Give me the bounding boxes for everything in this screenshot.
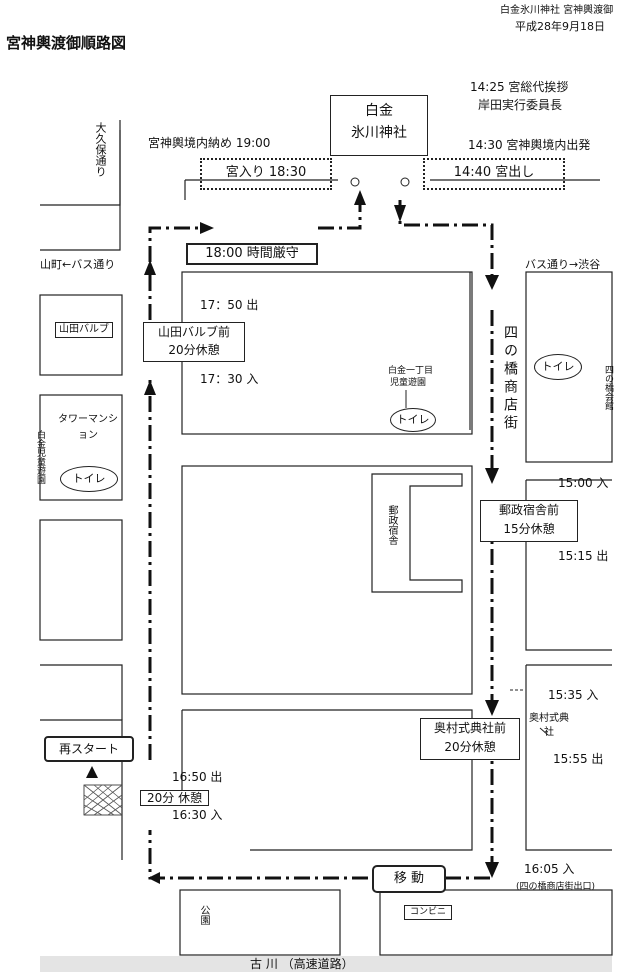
time-1500: 15:00 入: [558, 476, 609, 490]
block-left-1: [39, 294, 123, 376]
shirokane-jido-yuen-label: 白金児童遊園: [35, 430, 45, 484]
stop-yamada-line1: 山田バルブ前: [157, 325, 230, 339]
block-center-2: [181, 465, 473, 695]
arrow-up-2: [144, 260, 156, 275]
park-hatch: [83, 784, 123, 816]
block-bottom-left: [179, 889, 341, 956]
toilet-right: トイレ: [534, 354, 582, 380]
move-box: 移 動: [372, 865, 446, 893]
time-1730: 17：30 入: [200, 372, 259, 386]
sub-park-line2: 児童遊園: [390, 378, 427, 388]
road-furukawa: 古 川 （高速道路）: [250, 957, 354, 971]
arrow-down-shrine: [394, 205, 406, 222]
arrow-left-bottom: [148, 872, 160, 884]
time-1555: 15:55 出: [553, 752, 604, 766]
restart-box: 再スタート: [44, 736, 134, 762]
sub-park-line1: 白金一丁目: [388, 366, 434, 376]
header-date: 平成28年9月18日: [515, 20, 605, 33]
road-daikubo: 大久保通り: [94, 122, 107, 177]
event-1430: 14:30 宮神輿境内出発: [468, 138, 591, 152]
stop-yamada-valve: 山田バルブ前 20分休憩: [143, 322, 245, 362]
time-1535: 15:35 入: [548, 688, 599, 702]
okumura-sign: 奥村式典社: [527, 712, 571, 742]
block-center-3: [182, 709, 473, 851]
arrow-right-top: [200, 222, 214, 234]
stop-okumura: 奥村式典社前 20分休憩: [420, 718, 520, 760]
header-org: 白金氷川神社 宮神輿渡御: [500, 5, 614, 16]
stop-yusei: 郵政宿舎前 15分休憩: [480, 500, 578, 542]
yusei-shukusha-label: 郵政宿舎: [386, 505, 397, 545]
arrow-restart: [86, 766, 98, 778]
rest-20min: 20分 休憩: [140, 790, 210, 806]
konbini-sign: コンビニ: [404, 905, 452, 920]
arrow-down-3: [485, 700, 499, 716]
street-top: [184, 179, 600, 200]
road-upper-left: 山町←バス通り: [40, 258, 116, 271]
yamada-valve-sign: 山田バルブ: [55, 322, 113, 338]
jikan-genshu-box: 18:00 時間厳守: [186, 243, 318, 265]
torii-left-icon: [350, 177, 360, 187]
hashi-kaikan-label: 四の橋会館: [603, 365, 613, 410]
route-arrows: [86, 190, 499, 884]
park-label: 公園: [198, 905, 209, 925]
event-1425-line1: 14:25 宮総代挨拶: [470, 80, 569, 94]
tower-mansion: タワーマンション: [55, 412, 121, 448]
river-band: [40, 956, 612, 972]
page-title: 宮神輿渡御順路図: [6, 34, 127, 52]
block-left-4: [40, 664, 123, 720]
event-1425-line2: 岸田実行委員長: [478, 98, 563, 112]
time-1630: 16:30 入: [172, 808, 223, 822]
block-left-3: [39, 519, 123, 641]
block-right-3: [525, 664, 612, 851]
time-1605: 16:05 入: [524, 862, 575, 876]
stop-yamada-line2: 20分休憩: [168, 343, 220, 357]
arrow-down-2: [485, 468, 499, 484]
time-1515: 15:15 出: [558, 549, 609, 563]
shrine-name-2: 氷川神社: [351, 125, 407, 141]
block-left-2: [39, 394, 123, 501]
arrow-down-1: [485, 275, 499, 290]
stop-yusei-line2: 15分休憩: [503, 522, 555, 536]
road-shikoku-shotengai: 四の橋商店街: [502, 325, 518, 433]
yusei-building: [371, 473, 463, 593]
miyairi-box: 宮入り 18:30: [200, 158, 332, 190]
okumura-sign-label: 奥村式典社: [529, 713, 569, 738]
street-upper-left: [40, 120, 121, 206]
time-1605-note: (四の橋商店街出口): [516, 882, 596, 892]
tower-mansion-label: タワーマンション: [58, 414, 118, 441]
torii-right-icon: [400, 177, 410, 187]
block-right-1: [525, 271, 613, 463]
toilet-left: トイレ: [60, 466, 118, 492]
road-upper-right: バス通り→渋谷: [525, 258, 601, 271]
shrine-name-1: 白金: [365, 103, 393, 119]
arrow-up-shrine: [354, 190, 366, 205]
arrow-down-4: [485, 862, 499, 878]
stop-okumura-line2: 20分休憩: [444, 740, 496, 754]
block-bottom-right: [379, 889, 613, 956]
stop-yusei-line1: 郵政宿舎前: [498, 503, 559, 517]
miyadashi-box: 14:40 宮出し: [423, 158, 565, 190]
shrine-box: 白金 氷川神社: [330, 95, 428, 156]
time-1650: 16:50 出: [172, 770, 223, 784]
stop-okumura-line1: 奥村式典社前: [433, 721, 506, 735]
event-1900: 宮神輿境内納め 19:00: [148, 136, 271, 150]
toilet-center: トイレ: [390, 408, 436, 432]
arrow-up-1: [144, 380, 156, 395]
time-1750: 17：50 出: [200, 298, 259, 312]
